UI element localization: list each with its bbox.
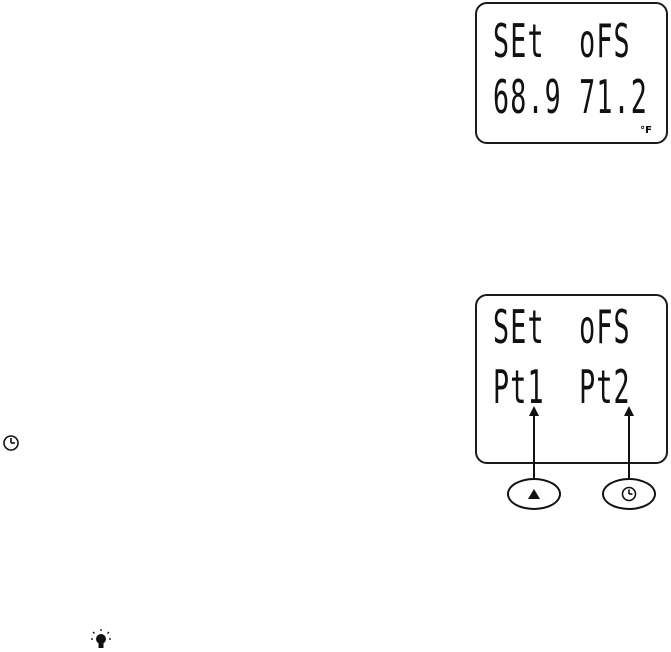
clock-icon: [621, 486, 637, 502]
arrow-head-left: [529, 406, 539, 416]
arrow-head-right: [624, 406, 634, 416]
up-triangle-icon: [527, 488, 541, 500]
up-button[interactable]: [507, 478, 561, 510]
bulb-icon: [90, 628, 112, 652]
clock-icon: [2, 434, 20, 452]
clock-button[interactable]: [602, 478, 656, 510]
